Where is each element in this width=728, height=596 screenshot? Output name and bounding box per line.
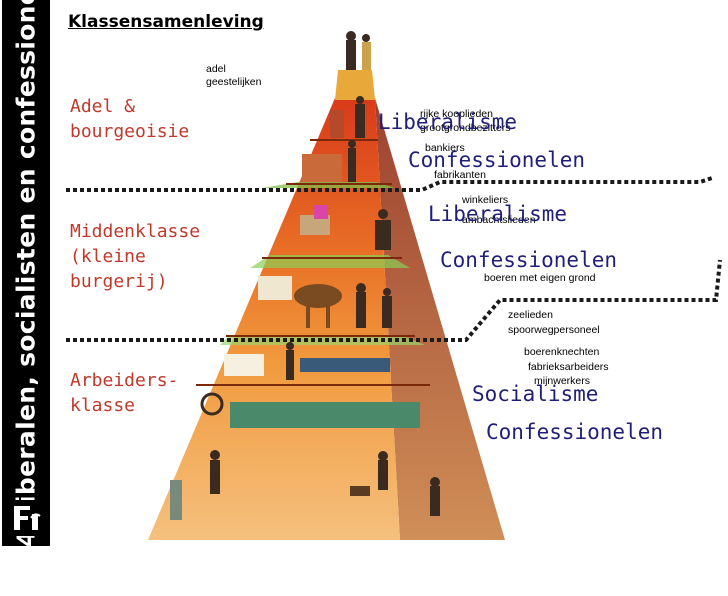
class-label-adel: Adel & bourgeoisie — [70, 96, 190, 142]
sidebar-bar — [2, 0, 50, 546]
caption-bankiers: bankiers — [425, 142, 465, 154]
caption-adel: adel — [206, 63, 226, 75]
caption-geestelijken: geestelijken — [206, 76, 262, 88]
ideology-confessionelen-middle: Confessionelen — [440, 248, 618, 272]
caption-spoorwegpersoneel: spoorwegpersoneel — [508, 324, 600, 336]
caption-grootgrondbezitters: grootgrondbezitters — [420, 122, 510, 134]
ideology-liberalisme-middle: Liberalisme — [428, 202, 568, 226]
caption-rijke-kooplieden: rijke kooplieden — [420, 108, 493, 120]
caption-zeelieden: zeelieden — [508, 309, 553, 321]
caption-ambachtslieden: ambachtslieden — [462, 214, 536, 226]
ideology-confessionelen-top: Confessionelen — [408, 148, 586, 172]
pyramid-top — [335, 70, 375, 100]
caption-boeren: boeren met eigen grond — [484, 272, 596, 284]
class-label-middenklasse: Middenklasse (kleine burgerij) — [70, 221, 201, 292]
pyramid-band-green-2 — [250, 255, 410, 268]
caption-fabrieksarbeiders: fabrieksarbeiders — [528, 361, 609, 373]
ideology-liberalisme-top: Liberalisme — [378, 110, 518, 134]
class-label-arbeiders: Arbeiders- klasse — [70, 370, 179, 416]
pyramid-illustration: adel geestelijken rijke kooplieden groot… — [66, 31, 722, 540]
separator-line-1 — [66, 176, 713, 192]
logo-icon — [8, 500, 44, 536]
pyramid-band-green-3 — [220, 335, 425, 345]
pyramid-side — [375, 98, 505, 540]
separator-line-2 — [66, 259, 722, 342]
caption-mijnwerkers: mijnwerkers — [534, 375, 590, 387]
caption-fabrikanten: fabrikanten — [434, 169, 486, 181]
caption-winkeliers: winkeliers — [461, 194, 508, 206]
caption-boerenknechten: boerenknechten — [524, 346, 599, 358]
page-title: Klassensamenleving — [68, 12, 264, 32]
ideology-socialisme-bottom: Socialisme — [472, 382, 599, 406]
ideology-confessionelen-bottom: Confessionelen — [486, 420, 664, 444]
sidebar: § 5.4 Liberalen, socialisten en confessi… — [0, 0, 58, 596]
pyramid-face — [148, 98, 400, 540]
